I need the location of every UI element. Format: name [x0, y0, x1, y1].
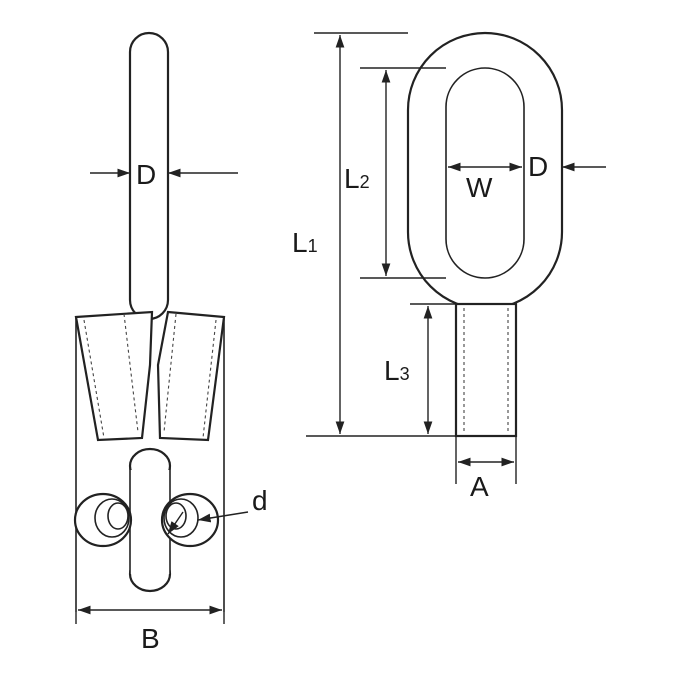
rope-ring-left-inner	[94, 498, 130, 538]
w-label: W	[466, 172, 493, 203]
front-view: L1 L2 L3 W D A	[292, 31, 606, 502]
wire-d-label: d	[252, 485, 268, 516]
side-d-label: D	[136, 159, 156, 190]
l3-label: L3	[384, 355, 410, 386]
l2-label: L2	[344, 163, 370, 194]
sleeve-dash-3	[163, 313, 177, 433]
sleeve-dash-2	[123, 313, 139, 433]
a-label: A	[470, 471, 489, 502]
front-eye-link-inner	[445, 67, 525, 279]
sleeve-dash-1	[83, 319, 105, 439]
sleeve-right-flap	[156, 310, 226, 442]
b-label: B	[141, 623, 160, 654]
wire-d-diameter-arrow	[167, 511, 184, 535]
wire-d-leader	[197, 511, 249, 523]
front-d-label: D	[528, 151, 548, 182]
rope-ring-left-hole	[107, 502, 129, 530]
sleeve-dash-4	[202, 319, 217, 439]
rope-ring-left-outer	[73, 492, 133, 548]
l1-label: L1	[292, 227, 318, 258]
front-shank	[454, 302, 518, 438]
side-view: D d B	[73, 31, 268, 654]
sleeve-left-flap	[74, 310, 154, 442]
